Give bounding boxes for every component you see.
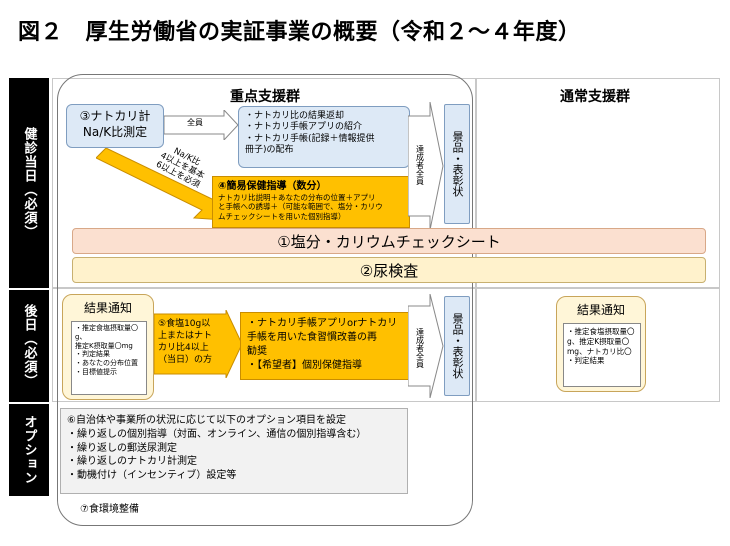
step5-line2: 上またはナト [158,331,213,342]
option-line: ・繰り返しの郵送尿測定 [67,442,177,454]
result-right-title: 結果通知 [576,303,625,317]
reward-box-bottom: 景品・表彰状 [444,296,470,396]
grid-cell-normal-exam [476,78,720,288]
row-label-exam-day: 健診当日（必須） [9,78,49,288]
step4-line2: と手帳への誘導＋（可能な範囲で、塩分・カリウ [218,202,383,212]
achievers-bottom-label: 達成者全員 [415,328,425,368]
guidance-line2: 手帳を用いた食習慣改善の再 [247,332,377,343]
row-label-later: 後日（必須） [9,290,49,402]
feedback-line2: ・ナトカリ手帳アプリの紹介 [245,122,363,133]
grid-cell-normal-later [476,288,720,402]
step4-line3: ムチェックシートを用いた個別指導） [218,211,346,221]
row-label-option: オプション [9,404,49,496]
option-line: ・動機付け（インセンティブ）設定等 [67,470,237,482]
result-right-item: mg、ナトカリ比〇 [567,346,632,356]
result-left-item: ・判定結果 [75,350,110,359]
food-environment-note: ⑦食環境整備 [80,504,139,515]
feedback-line4: 冊子)の配布 [245,144,294,155]
result-right-item: ・判定結果 [567,356,605,366]
step5-arrow [154,310,243,378]
arrow-all-label: 全員 [187,118,203,127]
option-line: ・繰り返しのナトカリ計測定 [67,456,197,468]
achievers-arrow-top [408,102,444,230]
result-left-title: 結果通知 [83,301,132,315]
grid-cell-focus-exam [52,78,476,288]
result-notice-left: 結果通知 ・推定食塩摂取量〇g、 推定K摂取量〇mg ・判定結果 ・あなたの分布… [62,294,154,400]
achievers-top-label: 達成者全員 [415,145,425,185]
guidance-line1: ・ナトカリ手帳アプリorナトカリ [247,318,398,329]
feedback-box: ・ナトカリ比の結果返却 ・ナトカリ手帳アプリの紹介 ・ナトカリ手帳(記録＋情報提… [238,106,410,168]
step5-label: ⑤食塩10g以 上またはナト カリ比4以上 （当日）の方 [158,318,230,367]
result-left-item: ・推定食塩摂取量〇g、 [75,324,138,341]
step4-title: ④簡易保健指導（数分） [218,181,327,192]
result-left-item: 推定K摂取量〇mg [75,341,133,350]
page-title: 図２ 厚生労働省の実証事業の概要（令和２～４年度） [18,20,581,45]
feedback-line3: ・ナトカリ手帳(記録＋情報提供 [245,133,375,144]
normal-panel-title: 通常支援群 [560,89,630,105]
step5-line1: ⑤食塩10g以 [158,319,211,329]
grid-cell-focus-later [52,288,476,402]
result-left-item: ・あなたの分布位置 [75,359,138,367]
step3-line1: ③ナトカリ計 [79,109,151,123]
option-line: ・繰り返しの個別指導（対面、オンライン、通信の個別指導含む） [67,428,367,440]
urine-test-banner: ②尿検査 [72,257,706,283]
followup-guidance-box: ・ナトカリ手帳アプリorナトカリ 手帳を用いた食習慣改善の再 勧奨 ・【希望者】… [240,312,410,380]
step4-line1: ナトカリ比説明＋あなたの分布の位置＋アプリ [218,193,376,202]
result-notice-right: 結果通知 ・推定食塩摂取量〇 g、推定K摂取量〇 mg、ナトカリ比〇 ・判定結果 [556,296,646,392]
guidance-line3: 勧奨 [247,346,267,357]
focus-panel-title: 重点支援群 [230,89,300,105]
result-right-item: ・推定食塩摂取量〇 [567,327,635,336]
step5-line4: （当日）の方 [158,355,213,366]
achievers-arrow-bottom [408,294,444,398]
result-left-details: ・推定食塩摂取量〇g、 推定K摂取量〇mg ・判定結果 ・あなたの分布位置 ・目… [71,321,147,395]
focus-group-outline [57,74,473,526]
option-line: ⑥自治体や事業所の状況に応じて以下のオプション項目を設定 [67,415,346,426]
result-left-item: ・目標値提示 [75,367,117,376]
step5-line3: カリ比4以上 [158,343,209,354]
step3-line2: Na/K比測定 [82,124,148,139]
reward-box-top: 景品・表彰状 [444,104,470,224]
options-box: ⑥自治体や事業所の状況に応じて以下のオプション項目を設定 ・繰り返しの個別指導（… [60,408,408,494]
result-right-item: g、推定K摂取量〇 [567,336,630,346]
step4-simple-guidance-box: ④簡易保健指導（数分） ナトカリ比説明＋あなたの分布の位置＋アプリ と手帳への誘… [212,176,410,228]
result-right-details: ・推定食塩摂取量〇 g、推定K摂取量〇 mg、ナトカリ比〇 ・判定結果 [563,323,641,387]
salt-potassium-checksheet-banner: ①塩分・カリウムチェックシート [72,228,706,254]
arrow-all [164,110,239,140]
feedback-line1: ・ナトカリ比の結果返却 [245,111,345,121]
guidance-line4: ・【希望者】個別保健指導 [247,360,362,371]
